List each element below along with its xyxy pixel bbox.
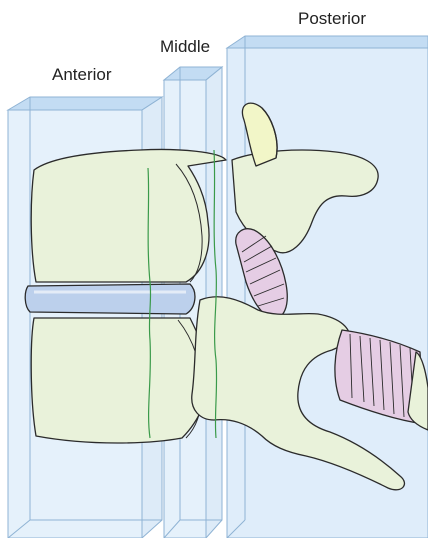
anterior-label: Anterior [52, 65, 112, 84]
middle-label: Middle [160, 37, 210, 56]
posterior-label: Posterior [298, 9, 366, 28]
intervertebral-disc [25, 284, 195, 314]
vertebral-body-lower [31, 318, 208, 443]
